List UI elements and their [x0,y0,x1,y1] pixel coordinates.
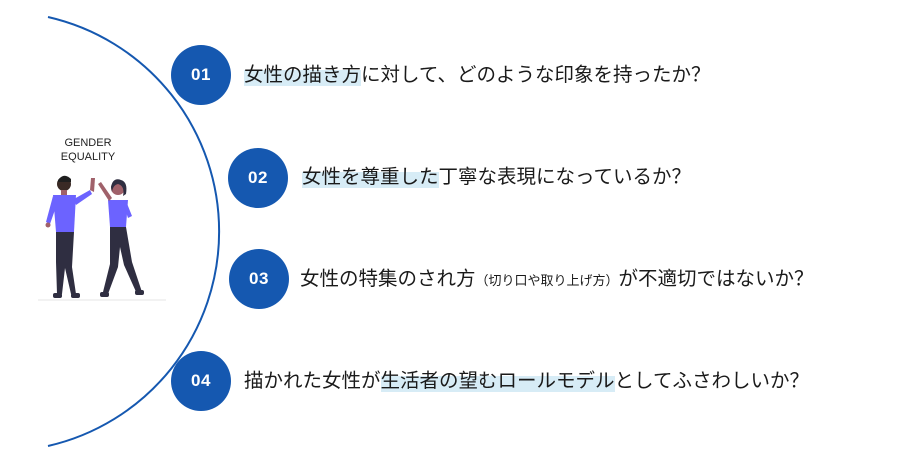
question-highlight: 生活者の望むロールモデル [380,369,615,392]
high-five-people-illustration [38,175,166,301]
caption-line-1: GENDER [64,137,112,149]
step-number: 01 [191,65,211,84]
caption-line-2: EQUALITY [60,151,116,163]
question-02: 女性を尊重した丁寧な表現になっているか？ [302,164,691,190]
question-highlight: 女性の描き方 [244,63,362,86]
gender-equality-caption: GENDER EQUALITY [50,136,126,164]
question-01: 女性の描き方に対して、どのような印象を持ったか？ [244,62,710,88]
question-text-end: が不適切ではないか？ [618,267,814,290]
question-text-start: 女性の特集のされ方 [300,267,476,290]
question-text-end: としてふさわしいか？ [614,369,809,392]
question-text: 丁寧な表現になっているか？ [438,165,692,188]
question-parenthetical: （切り口や取り上げ方） [475,274,619,289]
step-number: 04 [191,371,211,390]
step-number: 02 [248,168,268,187]
step-badge-03: 03 [229,249,289,309]
step-badge-04: 04 [171,351,231,411]
question-text-start: 描かれた女性が [244,369,381,392]
step-number: 03 [249,269,269,288]
step-badge-01: 01 [171,45,231,105]
question-04: 描かれた女性が生活者の望むロールモデルとしてふさわしいか？ [244,368,809,394]
step-badge-02: 02 [228,148,288,208]
question-03: 女性の特集のされ方（切り口や取り上げ方）が不適切ではないか？ [300,266,814,295]
question-highlight: 女性を尊重した [302,165,439,188]
question-text: に対して、どのような印象を持ったか？ [361,63,711,86]
